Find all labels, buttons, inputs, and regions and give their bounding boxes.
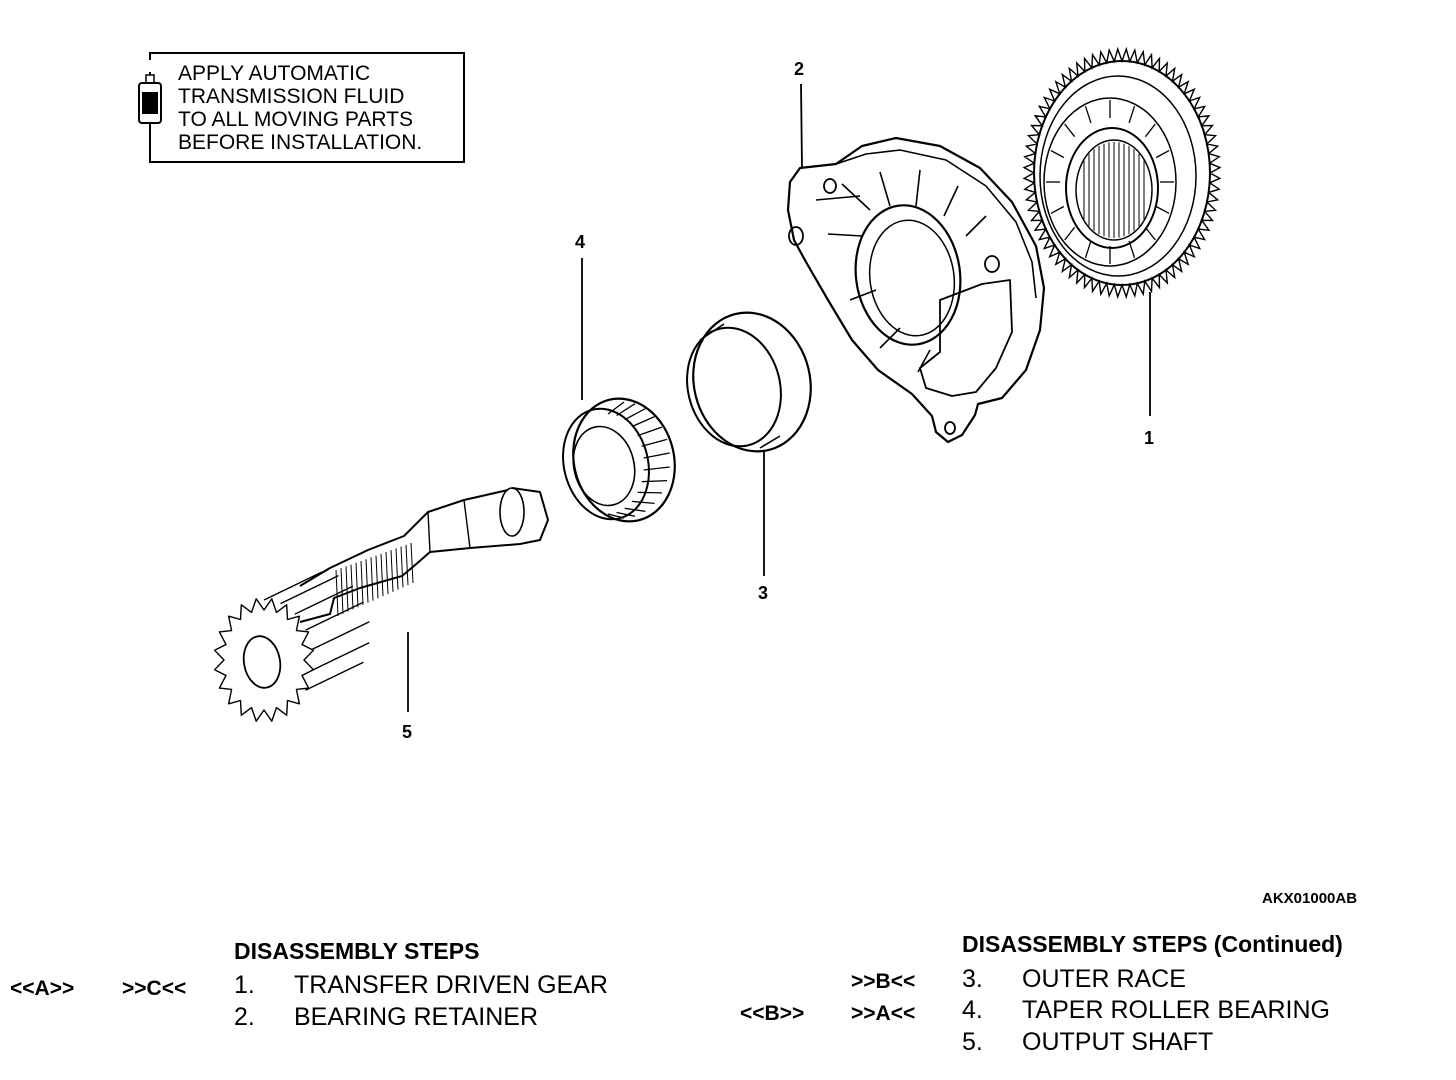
bearing-retainer xyxy=(786,136,1046,444)
bearing-roller-line xyxy=(641,438,668,447)
note-line-1: APPLY AUTOMATIC xyxy=(178,62,370,85)
leader-lines xyxy=(407,83,1151,712)
step-5-num: 5. xyxy=(962,1028,983,1056)
bearing-roller-line xyxy=(624,507,646,513)
bearing-roller-line xyxy=(643,466,670,471)
shaft-spline-line xyxy=(375,555,379,599)
steps-left-header: DISASSEMBLY STEPS xyxy=(234,938,479,964)
note-line-2: TRANSMISSION FLUID xyxy=(178,85,404,108)
bearing-roller-line xyxy=(607,401,625,415)
bearing-roller-line xyxy=(616,403,636,417)
shaft-spline-line xyxy=(395,548,399,590)
bearing-roller-line xyxy=(607,513,625,519)
disassembly-steps-right: DISASSEMBLY STEPS (Continued) >>B<< 3. O… xyxy=(740,931,1343,1056)
callout-3: 3 xyxy=(758,583,768,603)
step-1-mark-a: <<A>> xyxy=(10,977,74,1000)
gear-cog-line xyxy=(1084,240,1092,258)
pinion-helix-line xyxy=(310,621,370,651)
bearing-roller-line xyxy=(641,479,668,483)
pinion-helix-line xyxy=(305,661,364,691)
shaft-spline-line xyxy=(370,557,374,601)
step-3-mark-b: >>B<< xyxy=(851,970,915,993)
step-4-label: TAPER ROLLER BEARING xyxy=(1022,996,1330,1024)
callout-2: 2 xyxy=(794,59,804,79)
note-line-3: TO ALL MOVING PARTS xyxy=(178,108,413,131)
pinion-helix-line xyxy=(294,585,354,615)
step-3-num: 3. xyxy=(962,965,983,993)
gear-cog-line xyxy=(1050,150,1065,159)
gear-cog-line xyxy=(1064,226,1076,241)
gear-cog-line xyxy=(1084,106,1092,124)
disassembly-steps-left: DISASSEMBLY STEPS <<A>> >>C<< 1. TRANSFE… xyxy=(10,938,608,1031)
note-line-4: BEFORE INSTALLATION. xyxy=(178,131,422,154)
taper-roller-bearing xyxy=(562,397,676,523)
fluid-bottle-icon xyxy=(138,74,162,124)
callout-5: 5 xyxy=(402,722,412,742)
shaft-spline-line xyxy=(410,542,414,584)
pinion-outline xyxy=(213,598,315,722)
shaft-spline-line xyxy=(360,560,364,606)
figure-code: AKX01000AB xyxy=(1262,890,1357,907)
bearing-roller-line xyxy=(631,416,655,428)
step-2-label: BEARING RETAINER xyxy=(294,1003,538,1031)
bearing-roller-line xyxy=(637,491,662,494)
shaft-spline-line xyxy=(390,550,394,592)
step-1-num: 1. xyxy=(234,971,255,999)
bearing-roller-line xyxy=(624,408,646,421)
transfer-driven-gear xyxy=(1022,46,1222,300)
bearing-roller-line xyxy=(637,426,663,437)
step-3-label: OUTER RACE xyxy=(1022,965,1186,993)
outer-race xyxy=(686,311,812,453)
steps-right-header: DISASSEMBLY STEPS (Continued) xyxy=(962,931,1343,957)
shaft-spline-line xyxy=(405,544,409,586)
gear-cog-line xyxy=(1155,205,1170,214)
shaft-spline-line xyxy=(385,551,389,595)
step-5-label: OUTPUT SHAFT xyxy=(1022,1028,1213,1056)
bearing-roller-line xyxy=(643,452,670,459)
shaft-spline-line xyxy=(400,546,404,588)
pinion-helix-line xyxy=(280,574,339,605)
gear-cog-line xyxy=(1155,150,1170,159)
gear-cog-line xyxy=(1144,123,1156,138)
callout-4: 4 xyxy=(575,232,585,252)
step-4-mark-b: >>A<< xyxy=(851,1002,915,1025)
step-1-mark-b: >>C<< xyxy=(122,977,186,1000)
callout-1: 1 xyxy=(1144,428,1154,448)
shaft-spline-line xyxy=(355,562,359,608)
gear-cog-line xyxy=(1064,123,1076,138)
step-4-mark-a: <<B>> xyxy=(740,1002,804,1025)
shaft-spline-line xyxy=(365,559,369,603)
pinion-helix-line xyxy=(263,571,323,601)
step-1-label: TRANSFER DRIVEN GEAR xyxy=(294,971,608,999)
pinion-helix-line xyxy=(305,601,364,631)
gear-cog-line xyxy=(1144,226,1156,241)
output-shaft xyxy=(213,487,549,722)
gear-cog-line xyxy=(1128,106,1136,124)
step-4-num: 4. xyxy=(962,996,983,1024)
bearing-roller-line xyxy=(631,500,655,505)
step-2-num: 2. xyxy=(234,1003,255,1031)
gear-cog-line xyxy=(1050,205,1065,214)
bearing-roller-line xyxy=(616,511,636,517)
gear-outer-teeth xyxy=(1022,46,1222,300)
pinion-helix-line xyxy=(310,642,370,672)
note-box: APPLY AUTOMATIC TRANSMISSION FLUID TO AL… xyxy=(138,52,465,163)
shaft-spline-line xyxy=(380,553,384,597)
